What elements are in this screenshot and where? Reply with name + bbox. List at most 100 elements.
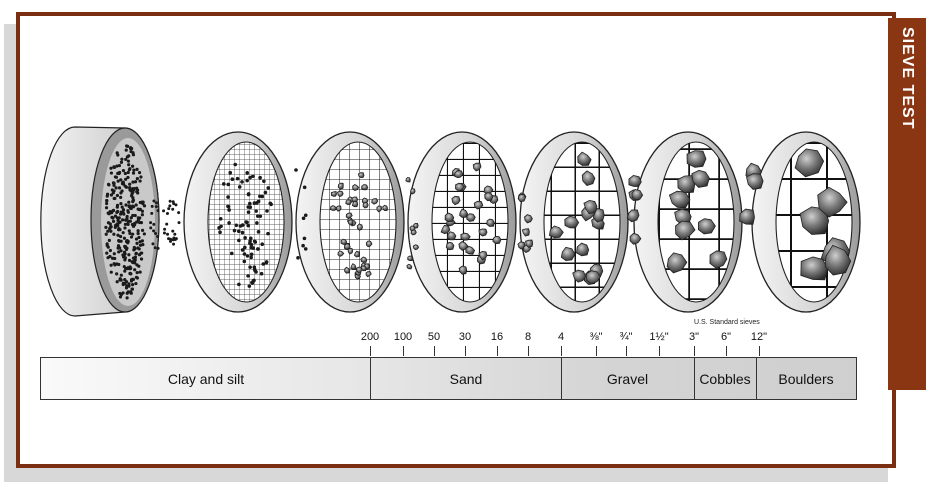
rock-particle (382, 204, 388, 212)
fine-particle (119, 234, 123, 239)
fine-particle (129, 235, 134, 239)
fine-particle (125, 214, 129, 219)
fine-particle (109, 263, 113, 267)
side-tab-label: SIEVE TEST (899, 26, 916, 130)
fine-particle (247, 201, 252, 206)
side-tab (888, 18, 926, 390)
fine-particle (237, 282, 241, 287)
rock-particle (709, 250, 728, 269)
fine-particle (171, 207, 175, 211)
fine-particle (237, 238, 241, 243)
rock-particle (405, 176, 411, 183)
rock-particle (675, 220, 696, 241)
fine-particle (138, 179, 142, 183)
fine-particle (123, 171, 127, 176)
fine-particle (265, 209, 269, 213)
rock-particle (445, 241, 455, 251)
fine-particle (169, 237, 173, 241)
fine-particle (117, 163, 122, 168)
rock-particle (824, 244, 852, 276)
rock-particle (459, 208, 469, 218)
fine-particle (264, 260, 269, 265)
fine-particle (117, 227, 121, 231)
rock-particle (371, 198, 379, 205)
fine-particle (245, 220, 249, 225)
fine-particle (121, 181, 125, 186)
fine-particle (137, 253, 142, 257)
fine-particle (152, 199, 156, 203)
rock-particle (698, 218, 716, 235)
rock-particle (677, 175, 696, 194)
rock-particle (453, 170, 464, 179)
fine-particle (249, 252, 254, 257)
fine-particle (172, 242, 176, 246)
fine-particle (104, 225, 108, 230)
fine-particle (245, 171, 250, 175)
rock-particle (465, 245, 476, 255)
fine-particle (122, 236, 127, 240)
fine-particle (106, 245, 110, 249)
fine-particle (134, 252, 138, 256)
fine-particle (125, 239, 129, 243)
fine-particle (137, 247, 141, 251)
fine-particle (119, 212, 123, 216)
sieve-tick-mark (726, 346, 727, 356)
fine-particle (127, 200, 131, 204)
fine-particle (123, 269, 127, 273)
fine-particle (302, 236, 307, 241)
fine-particle (248, 265, 252, 269)
category-gravel: Gravel (606, 370, 649, 387)
rock-particle (365, 271, 372, 278)
rock-particle (350, 263, 357, 270)
fine-particle (131, 213, 135, 218)
rock-particle (626, 209, 640, 223)
fine-particle (123, 184, 127, 188)
fine-particle (173, 232, 177, 236)
sieve-tick-mark (403, 346, 404, 356)
fine-particle (117, 250, 121, 254)
fine-particle (111, 191, 115, 195)
fine-particle (137, 170, 142, 175)
fine-particle (117, 171, 121, 175)
fine-particle (254, 209, 258, 213)
fine-particle (259, 271, 264, 276)
fine-particle (138, 270, 142, 274)
fine-particle (109, 171, 114, 175)
fine-particle (296, 256, 300, 260)
fine-particle (140, 251, 144, 255)
fine-particle (243, 235, 247, 240)
fine-particle (124, 157, 128, 161)
fine-particle (149, 226, 153, 230)
fine-particle (130, 222, 135, 227)
fine-particle (119, 249, 123, 253)
fine-particle (125, 284, 129, 288)
rock-particle (473, 200, 484, 210)
fine-particle (132, 248, 136, 252)
rock-particle (351, 200, 359, 208)
fine-particle (136, 231, 140, 236)
sieve-tick-label: ¾" (619, 331, 633, 343)
rock-particle (412, 244, 420, 251)
category-cobbles: Cobbles (699, 370, 751, 387)
rock-particle (517, 193, 526, 203)
fine-particle (130, 192, 134, 196)
fine-particle (294, 168, 298, 172)
rock-particle (577, 151, 592, 166)
fine-particle (156, 246, 160, 250)
fine-particle (119, 273, 123, 277)
fine-particle (131, 180, 135, 184)
fine-particle (240, 180, 244, 184)
fine-particle (133, 213, 137, 218)
fine-particle (156, 235, 160, 239)
fine-particle (252, 239, 257, 243)
fine-particle (129, 206, 133, 211)
fine-particle (135, 241, 139, 245)
rock-particle (446, 231, 457, 241)
fine-particle (125, 291, 129, 295)
rock-particle (330, 191, 337, 197)
rock-particle (583, 199, 598, 215)
fine-particle (242, 259, 247, 264)
fine-particle (139, 257, 144, 261)
fine-particle (108, 222, 112, 226)
